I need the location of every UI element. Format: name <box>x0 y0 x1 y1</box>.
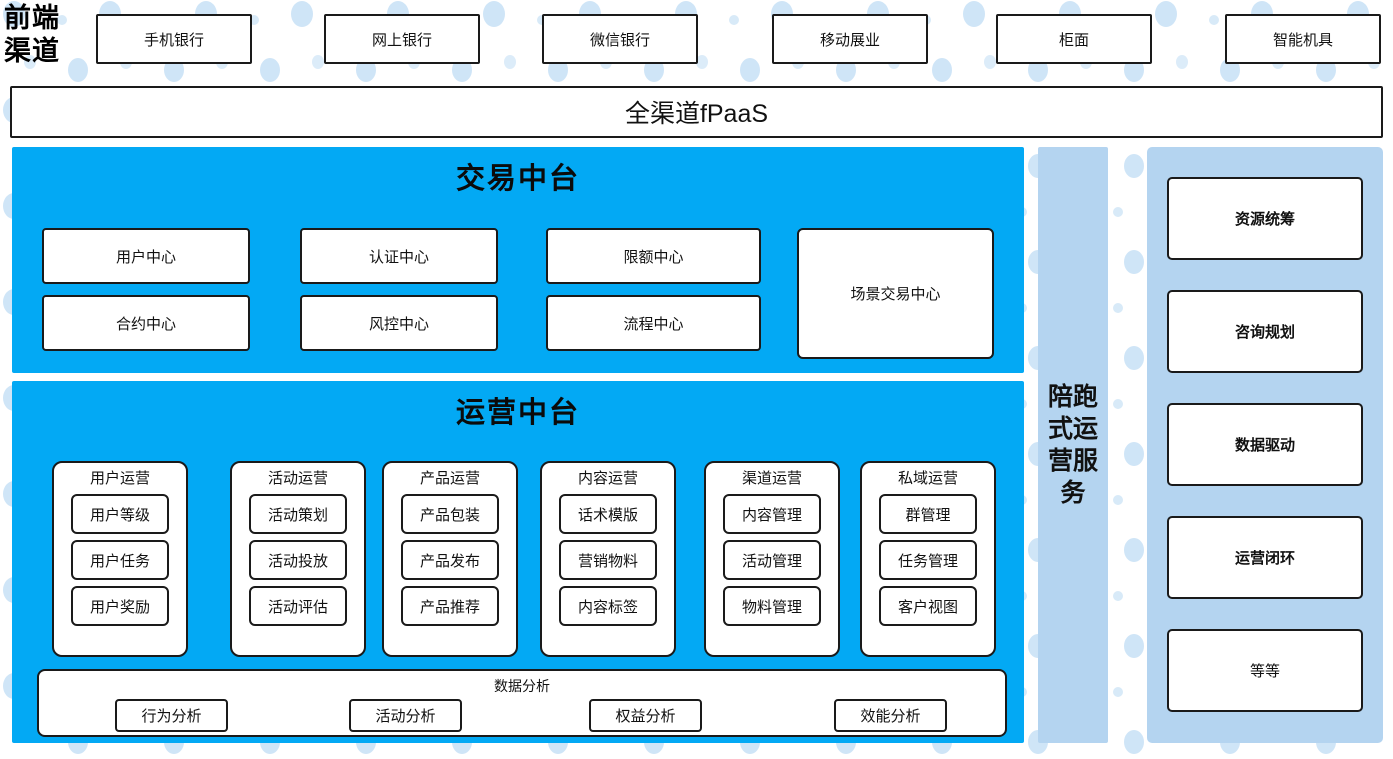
trade-center-box-4[interactable]: 风控中心 <box>300 295 498 351</box>
service-capability-card-2[interactable]: 数据驱动 <box>1167 403 1363 486</box>
front-channel-label: 前端渠道 <box>4 3 60 66</box>
scene-trade-center-box[interactable]: 场景交易中心 <box>797 228 994 359</box>
ops-column-title-3: 内容运营 <box>577 470 638 487</box>
channel-box-4[interactable]: 柜面 <box>996 14 1152 64</box>
ops-item-5-1[interactable]: 任务管理 <box>879 540 977 580</box>
ops-center-title: 运营中台 <box>455 397 580 429</box>
ops-item-4-1[interactable]: 活动管理 <box>723 540 821 580</box>
ops-column-2: 产品运营产品包装产品发布产品推荐 <box>382 461 518 657</box>
ops-center-panel: 运营中台 用户运营用户等级用户任务用户奖励活动运营活动策划活动投放活动评估产品运… <box>12 381 1024 743</box>
analysis-item-0[interactable]: 行为分析 <box>115 699 228 732</box>
main-area: 交易中台 用户中心认证中心限额中心合约中心风控中心流程中心场景交易中心 运营中台… <box>0 147 1393 759</box>
ops-item-4-2[interactable]: 物料管理 <box>723 586 821 626</box>
ops-item-0-2[interactable]: 用户奖励 <box>71 586 169 626</box>
ops-item-3-2[interactable]: 内容标签 <box>559 586 657 626</box>
service-capability-panel: 资源统筹咨询规划数据驱动运营闭环等等 <box>1147 147 1383 743</box>
data-analysis-title: 数据分析 <box>494 678 550 694</box>
ops-item-2-0[interactable]: 产品包装 <box>401 494 499 534</box>
accompanying-operation-service-column: 陪跑式运营服务 <box>1038 147 1108 743</box>
channel-box-2[interactable]: 微信银行 <box>542 14 698 64</box>
trade-center-box-0[interactable]: 用户中心 <box>42 228 250 284</box>
ops-column-5: 私域运营群管理任务管理客户视图 <box>860 461 996 657</box>
front-channel-row: 前端渠道 手机银行 网上银行 微信银行 移动展业 柜面 智能机具 <box>0 0 1393 80</box>
trade-center-title: 交易中台 <box>455 163 580 195</box>
ops-item-4-0[interactable]: 内容管理 <box>723 494 821 534</box>
ops-item-1-0[interactable]: 活动策划 <box>249 494 347 534</box>
ops-item-1-2[interactable]: 活动评估 <box>249 586 347 626</box>
channel-box-3[interactable]: 移动展业 <box>772 14 928 64</box>
ops-column-0: 用户运营用户等级用户任务用户奖励 <box>52 461 188 657</box>
trade-center-box-1[interactable]: 认证中心 <box>300 228 498 284</box>
ops-column-title-4: 渠道运营 <box>741 470 802 487</box>
ops-column-4: 渠道运营内容管理活动管理物料管理 <box>704 461 840 657</box>
trade-center-box-5[interactable]: 流程中心 <box>546 295 761 351</box>
ops-column-1: 活动运营活动策划活动投放活动评估 <box>230 461 366 657</box>
channel-box-5[interactable]: 智能机具 <box>1225 14 1381 64</box>
ops-column-title-5: 私域运营 <box>897 470 958 487</box>
fpaas-bar[interactable]: 全渠道fPaaS <box>10 86 1383 138</box>
channel-box-0[interactable]: 手机银行 <box>96 14 252 64</box>
ops-item-0-1[interactable]: 用户任务 <box>71 540 169 580</box>
accompanying-operation-service-label: 陪跑式运营服务 <box>1047 383 1098 507</box>
ops-column-title-1: 活动运营 <box>267 470 328 487</box>
trade-center-box-3[interactable]: 合约中心 <box>42 295 250 351</box>
ops-item-0-0[interactable]: 用户等级 <box>71 494 169 534</box>
ops-item-3-1[interactable]: 营销物料 <box>559 540 657 580</box>
channel-box-1[interactable]: 网上银行 <box>324 14 480 64</box>
data-analysis-card: 数据分析 行为分析 活动分析 权益分析 效能分析 <box>37 669 1007 737</box>
service-capability-card-1[interactable]: 咨询规划 <box>1167 290 1363 373</box>
ops-item-5-2[interactable]: 客户视图 <box>879 586 977 626</box>
ops-item-5-0[interactable]: 群管理 <box>879 494 977 534</box>
ops-column-title-2: 产品运营 <box>419 470 480 487</box>
ops-column-3: 内容运营话术模版营销物料内容标签 <box>540 461 676 657</box>
service-capability-card-4[interactable]: 等等 <box>1167 629 1363 712</box>
service-capability-card-0[interactable]: 资源统筹 <box>1167 177 1363 260</box>
ops-column-title-0: 用户运营 <box>89 470 150 487</box>
analysis-item-2[interactable]: 权益分析 <box>589 699 702 732</box>
analysis-item-3[interactable]: 效能分析 <box>834 699 947 732</box>
ops-item-1-1[interactable]: 活动投放 <box>249 540 347 580</box>
trade-center-panel: 交易中台 用户中心认证中心限额中心合约中心风控中心流程中心场景交易中心 <box>12 147 1024 373</box>
trade-center-box-2[interactable]: 限额中心 <box>546 228 761 284</box>
analysis-item-1[interactable]: 活动分析 <box>349 699 462 732</box>
service-capability-card-3[interactable]: 运营闭环 <box>1167 516 1363 599</box>
ops-item-2-1[interactable]: 产品发布 <box>401 540 499 580</box>
ops-item-2-2[interactable]: 产品推荐 <box>401 586 499 626</box>
ops-item-3-0[interactable]: 话术模版 <box>559 494 657 534</box>
